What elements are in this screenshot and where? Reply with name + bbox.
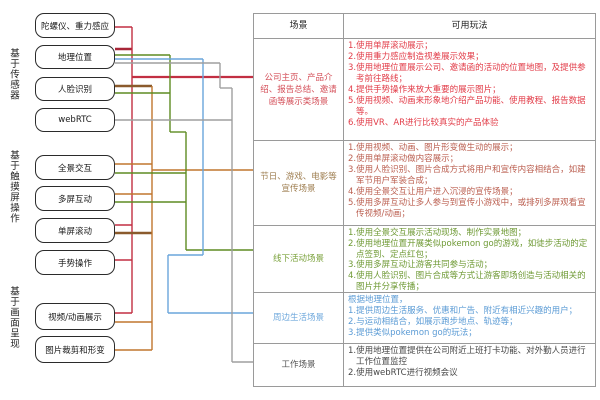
category-display-label: 基于画面呈现	[8, 286, 19, 349]
table-row: 工作场景 1.使用地理位置提供在公司附近上班打卡功能、对外勤人员进行工作位置监控…	[254, 344, 595, 386]
header-scenario: 场景	[254, 14, 344, 38]
node-panorama-interaction: 全景交互	[35, 155, 115, 180]
wire-gray-group	[115, 62, 253, 363]
wire-green-group	[115, 54, 253, 251]
scenario-table: 场景 可用玩法 公司主页、产品介绍、报告总结、邀请函等展示类场景 1.使用单屏滚…	[253, 13, 596, 387]
category-touchscreen-label: 基于触摸屏操作	[8, 150, 19, 224]
playstyle-list: 根据地理位置， 1.提供周边生活服务、优惠和广告、附近有相近兴趣的用户； 2.与…	[348, 295, 578, 338]
node-geolocation: 地理位置	[35, 45, 115, 69]
scenario-display-pages: 公司主页、产品介绍、报告总结、邀请函等展示类场景	[254, 39, 344, 140]
node-gyroscope-gravity: 陀螺仪、重力感应	[35, 13, 115, 38]
node-face-recognition: 人脸识别	[35, 77, 115, 101]
scenario-promotion: 节日、游戏、电影等宣传场景	[254, 141, 344, 225]
header-playstyle: 可用玩法	[451, 20, 488, 31]
node-image-crop-transform: 图片裁剪和形变	[35, 336, 115, 363]
playstyle-list: 1.使用地理位置提供在公司附近上班打卡功能、对外勤人员进行工作位置监控 2.使用…	[348, 346, 586, 378]
wire-blue-group	[115, 58, 253, 314]
table-row: 周边生活场景 根据地理位置， 1.提供周边生活服务、优惠和广告、附近有相近兴趣的…	[254, 293, 595, 344]
node-gesture-operation: 手势操作	[35, 250, 115, 275]
wire-brown-group	[115, 84, 253, 351]
node-multi-screen-interaction: 多屏互动	[35, 186, 115, 211]
wire-red-group	[115, 26, 253, 314]
scenario-nearby-life: 周边生活场景	[254, 293, 344, 343]
playstyle-list: 1.使用全景交互展示活动现场、制作实景地图； 2.使用地理位置开展类似pokem…	[348, 228, 588, 292]
playstyle-list: 1.使用视频、动画、图片形变做生动的展示； 2.使用单屏滚动做内容展示； 3.使…	[348, 143, 586, 219]
node-webrtc: webRTC	[35, 108, 115, 132]
table-row: 线下活动场景 1.使用全景交互展示活动现场、制作实景地图； 2.使用地理位置开展…	[254, 226, 595, 293]
node-single-screen-scroll: 单屏滚动	[35, 218, 115, 243]
playstyle-list: 1.使用单屏滚动展示； 2.使用重力感应制造视差展示效果； 3.使用地理位置展示…	[348, 41, 586, 128]
table-row: 公司主页、产品介绍、报告总结、邀请函等展示类场景 1.使用单屏滚动展示； 2.使…	[254, 39, 595, 141]
table-row: 节日、游戏、电影等宣传场景 1.使用视频、动画、图片形变做生动的展示； 2.使用…	[254, 141, 595, 226]
scenario-work: 工作场景	[254, 344, 344, 386]
node-video-animation: 视频/动画展示	[35, 303, 115, 330]
category-sensor-label: 基于传感器	[8, 48, 19, 101]
scenario-offline-events: 线下活动场景	[254, 226, 344, 292]
table-header-row: 场景 可用玩法	[254, 14, 595, 39]
